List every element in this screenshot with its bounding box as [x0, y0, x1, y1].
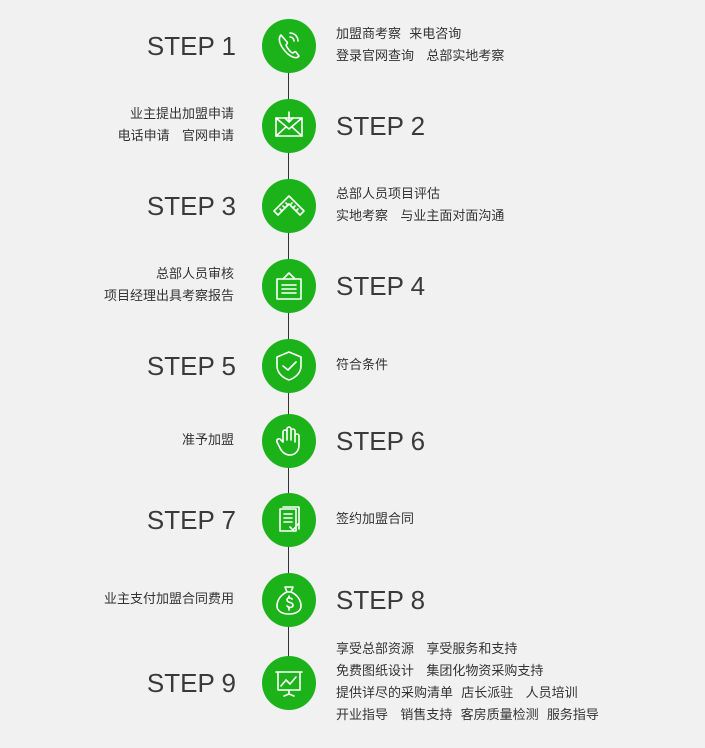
- step-description: 加盟商考察 来电咨询登录官网查询 总部实地考察: [336, 24, 504, 68]
- envelope-icon: [275, 111, 303, 137]
- step-icon-circle: [262, 493, 316, 547]
- step-label: STEP 9: [146, 668, 236, 698]
- step-description: 总部人员项目评估实地考察 与业主面对面沟通: [336, 184, 504, 228]
- step-description-line: 签约加盟合同: [336, 512, 415, 527]
- presentation-chart-icon: [275, 671, 303, 697]
- document-box-icon: [276, 272, 302, 300]
- step-description: 享受总部资源 享受服务和支持免费图纸设计 集团化物资采购支持提供详尽的采购清单 …: [336, 639, 599, 727]
- step-description: 签约加盟合同: [336, 509, 414, 531]
- step-description-line: 享受总部资源 享受服务和支持: [336, 642, 518, 657]
- step-description-line: 业主提出加盟申请: [129, 107, 234, 122]
- hand-icon: [275, 426, 300, 456]
- step-icon-circle: [262, 99, 316, 153]
- step-description-line: 准予加盟: [181, 433, 234, 448]
- step-description-line: 加盟商考察 来电咨询: [336, 27, 462, 42]
- step-description: 业主支付加盟合同费用: [104, 589, 234, 611]
- step-description-line: 业主支付加盟合同费用: [103, 592, 234, 607]
- step-label: STEP 8: [336, 585, 426, 615]
- step-icon-circle: [262, 339, 316, 393]
- step-label: STEP 2: [336, 111, 426, 141]
- step-icon-circle: [262, 179, 316, 233]
- step-description-line: 符合条件: [336, 358, 389, 373]
- step-description-line: 免费图纸设计 集团化物资采购支持: [336, 664, 544, 679]
- step-description-line: 实地考察 与业主面对面沟通: [336, 209, 505, 224]
- step-description-line: 项目经理出具考察报告: [103, 289, 234, 304]
- step-description-line: 总部人员项目评估: [336, 187, 441, 202]
- step-description: 符合条件: [336, 355, 388, 377]
- contract-icon: [279, 506, 300, 532]
- step-description-line: 登录官网查询 总部实地考察: [336, 49, 505, 64]
- shield-check-icon: [276, 351, 302, 381]
- step-icon-circle: [262, 414, 316, 468]
- ruler-icon: [273, 195, 305, 216]
- step-label: STEP 6: [336, 426, 426, 456]
- money-bag-icon: [276, 586, 302, 615]
- step-icon-circle: [262, 259, 316, 313]
- phone-icon: [278, 32, 300, 59]
- step-label: STEP 3: [146, 191, 236, 221]
- step-label: STEP 5: [146, 351, 236, 381]
- step-description-line: 提供详尽的采购清单 店长派驻 人员培训: [336, 686, 578, 701]
- step-icon-circle: [262, 19, 316, 73]
- step-description: 业主提出加盟申请电话申请 官网申请: [118, 104, 234, 148]
- step-description: 准予加盟: [182, 430, 234, 452]
- step-description-line: 电话申请 官网申请: [117, 129, 234, 144]
- step-description: 总部人员审核项目经理出具考察报告: [104, 264, 234, 308]
- step-icon-circle: [262, 573, 316, 627]
- step-label: STEP 1: [146, 31, 236, 61]
- step-description-line: 总部人员审核: [155, 267, 234, 282]
- step-description-line: 开业指导 销售支持 客房质量检测 服务指导: [336, 708, 599, 723]
- step-label: STEP 4: [336, 271, 426, 301]
- step-label: STEP 7: [146, 505, 236, 535]
- step-icon-circle: [262, 656, 316, 710]
